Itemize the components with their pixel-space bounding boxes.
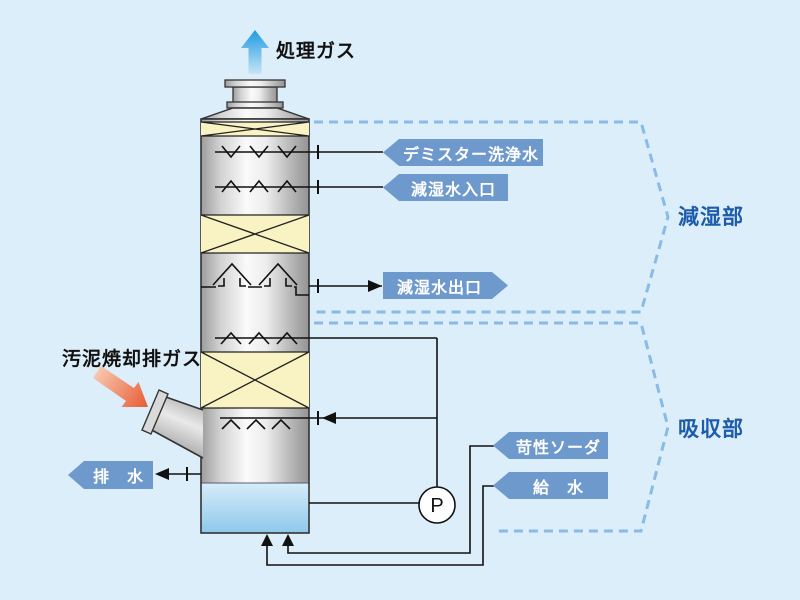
- flow-arrowheads: [155, 280, 382, 546]
- dehumid-section-brace: [314, 120, 670, 314]
- tag-dehumid-out: 減湿水出口: [383, 272, 508, 299]
- drain-arrow: [155, 468, 169, 480]
- recirc-lower-arrow: [322, 412, 336, 424]
- water-feed-arrow: [261, 534, 273, 546]
- tag-drain-water: 排 水: [68, 461, 153, 489]
- dehumid-section-label: 減湿部: [678, 206, 744, 229]
- tower-internals: [200, 121, 310, 430]
- lower-sprays: [221, 418, 291, 430]
- chimney-tray: [201, 262, 309, 296]
- demister-pad: [200, 121, 310, 137]
- water-feed-line: [266, 485, 494, 566]
- sump-liquid: [201, 483, 309, 533]
- exhaust-gas-arrow: [93, 366, 148, 407]
- caustic-feed-line: [287, 445, 494, 554]
- treated-gas-arrow: [241, 30, 269, 74]
- tag-feed-water: 給 水: [493, 472, 608, 499]
- caustic-feed-arrow: [282, 534, 294, 546]
- absorber-sprays: [220, 331, 298, 345]
- absorber-packing: [200, 351, 310, 409]
- tag-caustic-soda: 苛性ソーダ: [493, 432, 608, 459]
- demister-wash-sprays: [221, 145, 297, 159]
- tag-dehumid-in: 減湿水入口: [383, 174, 508, 201]
- tag-demister-wash: デミスター洗浄水: [383, 139, 543, 166]
- valve-ticks: [186, 145, 319, 481]
- pump-symbol: P: [418, 486, 456, 524]
- scrubber-tower: [200, 79, 310, 534]
- dehumid-packing: [200, 214, 310, 254]
- exhaust-gas-label: 汚泥焼却排ガス: [62, 349, 203, 370]
- absorb-section-brace: [314, 321, 670, 533]
- gas-inlet-nozzle: [141, 389, 204, 459]
- pump-letter: P: [430, 495, 443, 517]
- absorb-section-label: 吸収部: [678, 418, 744, 441]
- treated-gas-label: 処理ガス: [276, 41, 357, 62]
- dehumid-water-sprays: [221, 179, 297, 193]
- dehumid-out-arrow: [368, 280, 382, 292]
